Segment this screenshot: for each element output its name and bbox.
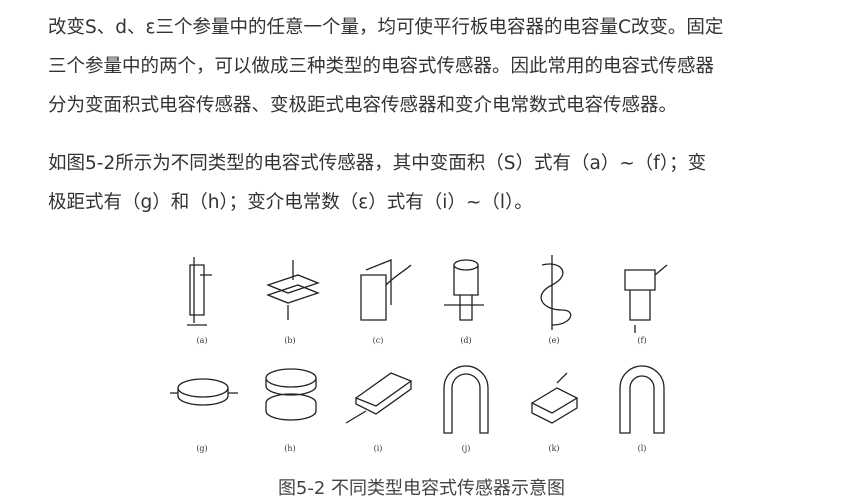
figure-label: (d) bbox=[460, 336, 471, 345]
sensor-diagram-i bbox=[345, 372, 413, 424]
figure-caption: 图5-2 不同类型电容式传感器示意图 bbox=[277, 478, 566, 499]
figure-label: (j) bbox=[462, 444, 471, 453]
sensor-diagram-e bbox=[540, 255, 572, 330]
figure-label: (f) bbox=[637, 336, 646, 345]
sensor-diagram-k bbox=[530, 372, 579, 424]
figure-label: (l) bbox=[638, 444, 647, 453]
text-line: 三个参量中的两个，可以做成三种类型的电容式传感器。因此常用的电容式传感器 bbox=[48, 56, 715, 77]
sensor-diagram-j bbox=[443, 365, 489, 434]
figure-label: (a) bbox=[196, 336, 207, 345]
text-line: 如图5-2所示为不同类型的电容式传感器，其中变面积（S）式有（a）~（f）；变 bbox=[48, 153, 707, 174]
figure-label: (i) bbox=[374, 444, 383, 453]
figure-label: (b) bbox=[284, 336, 295, 345]
sensor-diagram-h bbox=[265, 368, 317, 421]
text-line: 极距式有（g）和（h）；变介电常数（ε）式有（i）~（l）。 bbox=[48, 192, 533, 213]
sensor-figure: (a) (b) (c) (d) (e) (f) (g) (h) (i) (j) (k) (l) bbox=[170, 255, 668, 453]
figure-label: (h) bbox=[284, 444, 295, 453]
text-line: 改变S、d、ε三个参量中的任意一个量，均可使平行板电容器的电容量C改变。固定 bbox=[48, 17, 724, 38]
sensor-diagram-d bbox=[444, 259, 484, 321]
figure-label: (k) bbox=[548, 444, 559, 453]
paragraph-1: 改变S、d、ε三个参量中的任意一个量，均可使平行板电容器的电容量C改变。固定 三… bbox=[48, 8, 723, 125]
sensor-diagram-f bbox=[624, 264, 668, 333]
sensor-diagram-b bbox=[266, 260, 320, 320]
figure-label: (c) bbox=[373, 336, 384, 345]
sensor-diagram-l bbox=[619, 365, 665, 434]
sensor-diagram-a bbox=[187, 257, 212, 326]
text-line: 分为变面积式电容传感器、变极距式电容传感器和变介电常数式电容传感器。 bbox=[48, 95, 678, 116]
sensor-diagram-g bbox=[170, 378, 238, 406]
paragraph-2: 如图5-2所示为不同类型的电容式传感器，其中变面积（S）式有（a）~（f）；变 … bbox=[48, 144, 706, 222]
sensor-diagram-c bbox=[360, 259, 412, 321]
figure-label: (g) bbox=[196, 444, 207, 453]
figure-label: (e) bbox=[549, 336, 560, 345]
